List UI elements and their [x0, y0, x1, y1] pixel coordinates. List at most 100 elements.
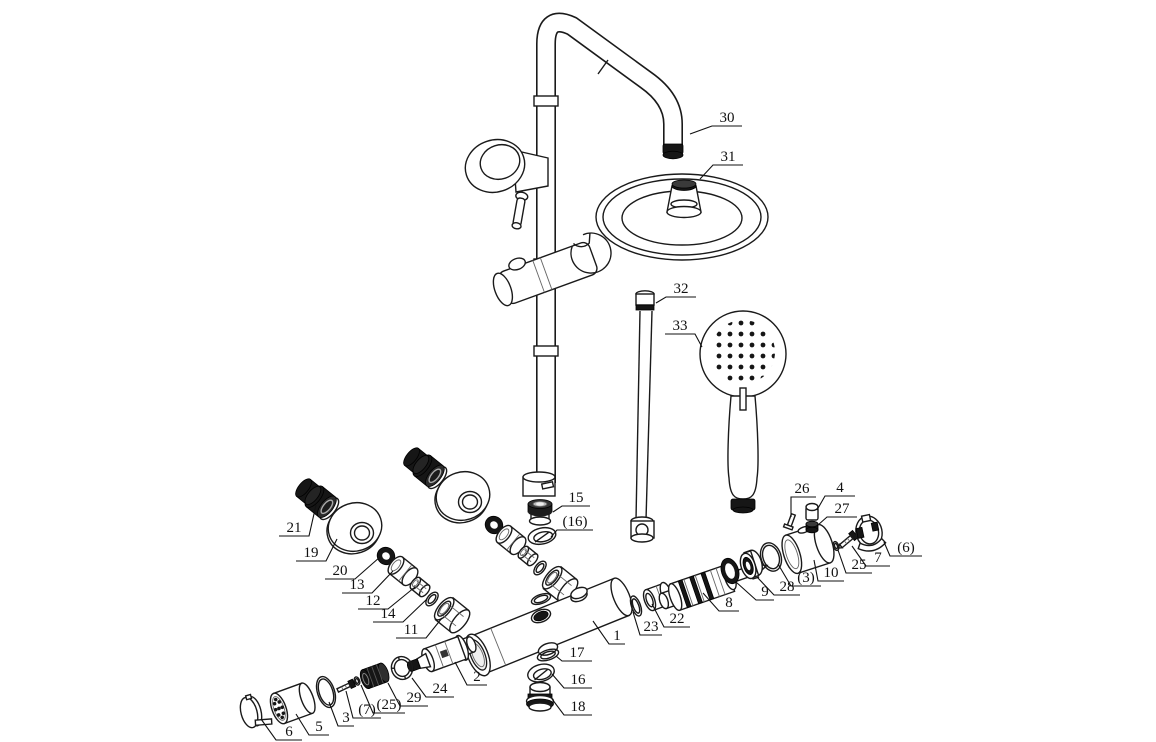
part-18-plug [525, 681, 555, 712]
svg-text:13: 13 [350, 577, 365, 593]
riser-bottom-sleeve [522, 471, 556, 497]
svg-text:(16): (16) [563, 514, 588, 530]
part-15-connector-nut [527, 499, 553, 526]
part-16-dome-washer [527, 663, 555, 683]
part-10-handle-sleeve [781, 523, 835, 575]
part-32-shower-hose [630, 290, 655, 543]
part-label-1: 1 [592, 620, 625, 645]
part-27-nut [805, 520, 819, 534]
part-label-16p: (16) [550, 514, 593, 538]
part-17-washer [536, 648, 560, 662]
svg-text:4: 4 [836, 480, 844, 496]
svg-text:17: 17 [570, 645, 586, 661]
part-label-23: 23 [632, 611, 662, 636]
svg-text:33: 33 [673, 318, 688, 334]
svg-text:(3): (3) [797, 570, 815, 586]
svg-text:7: 7 [874, 550, 882, 566]
svg-text:20: 20 [333, 563, 348, 579]
part-9-o-ring [720, 557, 740, 585]
svg-text:29: 29 [407, 690, 422, 706]
part-7-screw [837, 529, 859, 549]
part-6-end-cap [239, 693, 273, 729]
svg-text:10: 10 [824, 565, 839, 581]
svg-text:25: 25 [852, 557, 867, 573]
part-label-30: 30 [689, 110, 742, 135]
part-label-14: 14 [373, 598, 428, 623]
part-31-overhead-shower [595, 173, 769, 261]
part-label-21: 21 [279, 504, 317, 537]
svg-text:8: 8 [725, 595, 733, 611]
part-label-11: 11 [396, 617, 443, 639]
svg-text:22: 22 [670, 611, 685, 627]
part-label-16: 16 [551, 672, 592, 689]
part-16p-dome-washer [527, 526, 557, 546]
svg-text:21: 21 [287, 520, 302, 536]
part-label-9: 9 [735, 581, 774, 601]
part-label-32: 32 [655, 281, 696, 304]
part-label-24: 24 [411, 677, 454, 698]
flat-ring [530, 592, 552, 606]
part-label-22: 22 [651, 603, 690, 628]
svg-text:28: 28 [780, 579, 795, 595]
part-label-4: 4 [816, 480, 855, 511]
part-5-handle-knob [269, 682, 316, 725]
svg-text:26: 26 [795, 481, 811, 497]
svg-text:27: 27 [835, 501, 851, 517]
part-23-o-ring [629, 595, 643, 617]
part-label-5: 5 [295, 713, 329, 736]
part-label-18: 18 [551, 698, 592, 716]
svg-text:23: 23 [644, 619, 659, 635]
part-33-hand-shower [699, 310, 787, 514]
svg-text:5: 5 [315, 719, 323, 735]
part-label-25: 25 [837, 549, 872, 574]
svg-text:1: 1 [613, 628, 621, 644]
part-1-valve-body [464, 577, 633, 677]
svg-text:3: 3 [342, 710, 350, 726]
svg-text:32: 32 [674, 281, 689, 297]
svg-text:15: 15 [569, 490, 584, 506]
svg-text:11: 11 [404, 622, 418, 638]
part-label-20: 20 [325, 556, 381, 580]
part-26-pin [782, 512, 797, 531]
part-label-25p: (25) [360, 684, 405, 714]
part-30-riser-and-shower-arm [533, 12, 684, 483]
part-label-29: 29 [387, 682, 428, 707]
svg-text:19: 19 [304, 545, 319, 561]
part-6p-clip [855, 513, 887, 552]
part-label-28: 28 [756, 576, 800, 596]
svg-text:12: 12 [366, 593, 381, 609]
part-25p-o-ring [353, 676, 361, 686]
part-7p-screw [336, 678, 357, 693]
svg-text:(25): (25) [377, 697, 402, 713]
svg-text:(7): (7) [358, 702, 376, 718]
callout-labels: 30 31 32 33 26 4 27 (6) 7 25 10 (3) 28 9… [260, 110, 922, 741]
svg-text:9: 9 [761, 584, 769, 600]
part-25-o-ring [832, 540, 840, 552]
part-label-27: 27 [817, 501, 857, 526]
part-label-31: 31 [699, 149, 743, 180]
diverter-lever [511, 191, 529, 230]
part-label-7p: (7) [345, 690, 381, 719]
part-label-12: 12 [358, 586, 416, 610]
part-label-6: 6 [260, 718, 302, 741]
svg-text:31: 31 [721, 149, 736, 165]
part-label-33: 33 [665, 318, 703, 348]
part-label-3: 3 [328, 701, 354, 727]
svg-text:24: 24 [433, 681, 449, 697]
svg-text:(6): (6) [897, 540, 915, 556]
part-label-6p: (6) [883, 540, 922, 557]
part-label-2: 2 [454, 661, 487, 686]
svg-text:6: 6 [285, 724, 293, 740]
svg-text:16: 16 [571, 672, 587, 688]
part-24-ring [390, 655, 414, 681]
part-label-19: 19 [296, 538, 338, 562]
part-label-7: 7 [851, 545, 890, 567]
part-4-cap [805, 502, 819, 521]
part-29-knurled-insert [359, 662, 390, 690]
svg-text:18: 18 [571, 699, 586, 715]
part-label-17: 17 [555, 645, 592, 662]
part-label-15: 15 [552, 490, 590, 513]
svg-text:30: 30 [720, 110, 735, 126]
